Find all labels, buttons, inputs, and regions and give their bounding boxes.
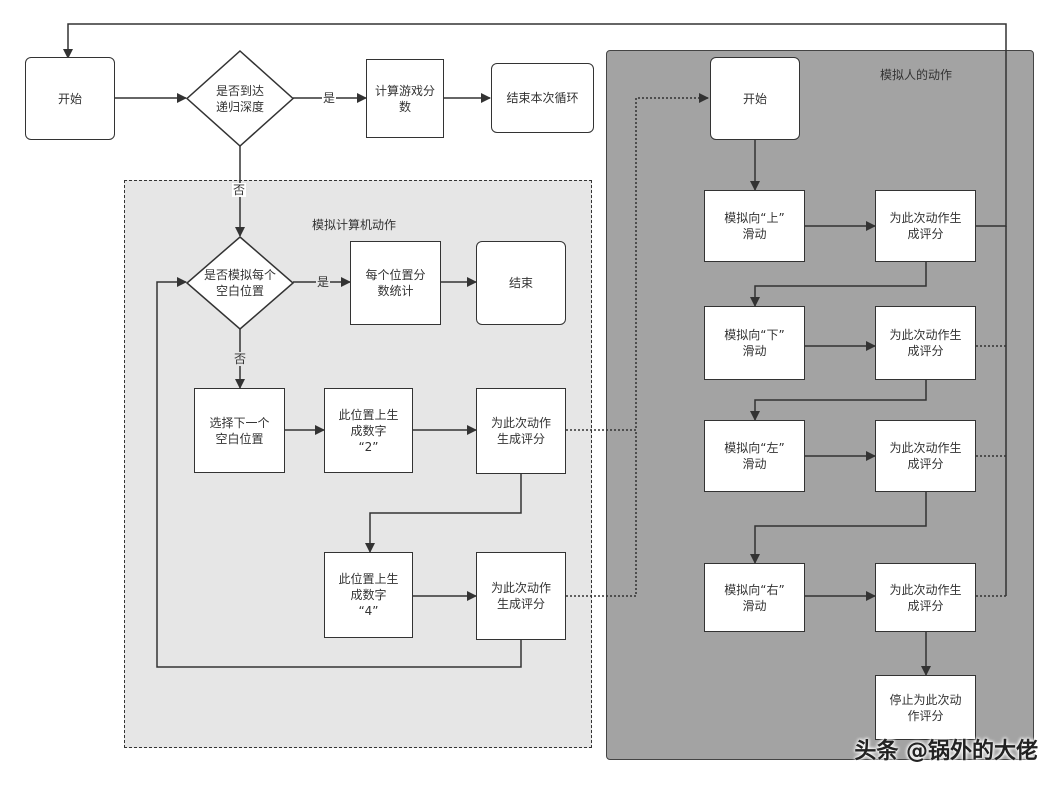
human-simulation-container	[606, 50, 1034, 760]
node-score-up: 为此次动作生 成评分	[875, 190, 976, 262]
edge-score2-to-human	[566, 93, 709, 431]
edge-score4-loop-back	[156, 277, 522, 668]
decision-each-blank-label: 是否模拟每个 空白位置	[203, 268, 276, 298]
node-generate-2: 此位置上生 成数字 “2”	[324, 388, 413, 473]
computer-container-title: 模拟计算机动作	[312, 218, 397, 232]
edge-score-up-to-down	[750, 262, 927, 307]
decision-each-blank: 是否模拟每个 空白位置	[186, 236, 294, 330]
node-calc-score: 计算游戏分 数	[366, 59, 444, 138]
human-container-title: 模拟人的动作	[880, 68, 953, 82]
edge-label-yes-depth: 是	[322, 91, 337, 105]
node-end-computer: 结束	[476, 241, 566, 325]
edge-score4-to-human	[566, 430, 637, 597]
edge-label-yes-each: 是	[316, 275, 331, 289]
node-stop-scoring: 停止为此次动 作评分	[875, 675, 976, 740]
node-score-left: 为此次动作生 成评分	[875, 420, 976, 492]
node-generate-4: 此位置上生 成数字 “4”	[324, 552, 413, 638]
edge-loop-top	[63, 23, 1007, 227]
decision-recursion-depth: 是否到达 递归深度	[186, 50, 294, 147]
watermark-text: 头条 @锅外的大佬	[854, 739, 1038, 764]
node-end-loop: 结束本次循环	[491, 63, 594, 133]
edge-label-no-depth: 否	[232, 183, 247, 197]
node-score-right: 为此次动作生 成评分	[875, 563, 976, 632]
node-simulate-down: 模拟向“下” 滑动	[704, 306, 805, 380]
edge-score-down-to-left	[750, 380, 927, 421]
decision-recursion-depth-label: 是否到达 递归深度	[215, 83, 264, 114]
node-simulate-left: 模拟向“左” 滑动	[704, 420, 805, 492]
edge-label-no-each: 否	[233, 352, 248, 366]
edge-score2-to-gen4	[365, 474, 522, 553]
node-start-main: 开始	[25, 57, 115, 140]
node-score-2: 为此次动作 生成评分	[476, 388, 566, 474]
node-score-down: 为此次动作生 成评分	[875, 306, 976, 380]
node-simulate-right: 模拟向“右” 滑动	[704, 563, 805, 632]
edge-score-left-to-right	[750, 492, 927, 564]
node-select-next-blank: 选择下一个 空白位置	[194, 388, 285, 473]
node-simulate-up: 模拟向“上” 滑动	[704, 190, 805, 262]
node-start-human: 开始	[710, 57, 800, 140]
node-position-stats: 每个位置分 数统计	[350, 241, 441, 325]
node-score-4: 为此次动作 生成评分	[476, 552, 566, 640]
